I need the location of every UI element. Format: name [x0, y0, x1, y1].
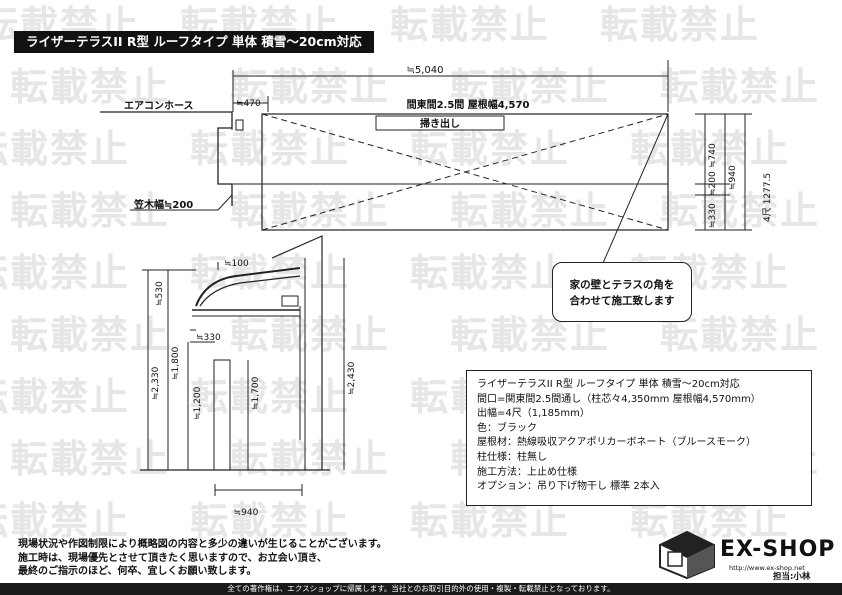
watermark-text: 転載禁止	[230, 437, 391, 481]
watermark-text: 転載禁止	[0, 251, 131, 295]
spec-box: ライザーテラスII R型 ルーフタイプ 単体 積雪～20cm対応 間口=関東間2…	[466, 370, 812, 506]
disclaimer-note: 現場状況や作図制限により概略図の内容と多少の違いが生じることがございます。 施工…	[18, 538, 387, 579]
watermark-text: 転載禁止	[390, 3, 551, 47]
callout-leader	[599, 113, 669, 271]
note-line: 最終のご指示のほど、何卒、宜しくお願い致します。	[18, 566, 257, 577]
copyright-footer: 全ての著作権は、エクスショップに帰属します。当社とのお取引目的外の使用・複製・転…	[0, 583, 842, 595]
house-wall	[100, 111, 233, 206]
note-line: 施工時は、現場優先とさせて頂きたく思いますので、お立会い頂き、	[18, 552, 327, 564]
watermark-text: 転載禁止	[410, 499, 571, 543]
callout-line-2: 合わせて施工致します	[569, 295, 675, 307]
sweep-label: 掃き出し	[420, 117, 460, 130]
watermark-text: 転載禁止	[10, 313, 171, 357]
dim-4shaku-label: 4尺 1277.5	[762, 173, 773, 222]
note-line: 現場状況や作図制限により概略図の内容と多少の違いが生じることがございます。	[18, 539, 387, 550]
dim-940-bottom-label: ≒940	[234, 508, 259, 518]
window-sash	[213, 359, 231, 471]
watermark-text: 転載禁止	[230, 313, 391, 357]
spec-line: オプション：吊り下げ物干し 標準 2本入	[477, 481, 660, 493]
brand-name: EX-SHOP	[720, 537, 836, 562]
aircon-hose-outlet	[235, 119, 244, 131]
offset-label: ≒470	[236, 99, 261, 109]
dim-1700-label: ≒1,700	[251, 376, 261, 410]
dim-530-label: ≒530	[155, 281, 165, 306]
watermark-text: 転載禁止	[230, 65, 391, 109]
watermark-text: 転載禁止	[630, 499, 791, 543]
watermark-text: 転載禁止	[600, 3, 761, 47]
overall-width-label: ≒5,040	[406, 65, 443, 76]
house-wall-elevation	[271, 235, 323, 470]
ex-shop-logo-icon	[659, 530, 715, 580]
spec-line: 色：ブラック	[477, 422, 537, 434]
callout-line-1: 家の壁とテラスの角を	[569, 279, 675, 291]
watermark-text: 転載禁止	[0, 499, 131, 543]
spec-line: 出幅=4尺（1,185mm）	[477, 408, 590, 420]
staff-label: 担当:小林	[773, 572, 811, 582]
watermark-text: 転載禁止	[660, 189, 821, 233]
page-title: ライザーテラスII R型 ルーフタイプ 単体 積雪～20cm対応	[14, 31, 374, 53]
watermark-text: 転載禁止	[0, 375, 131, 419]
spec-line: 柱仕様：柱無し	[477, 451, 547, 463]
dim-1800-label: ≒1,800	[171, 346, 181, 380]
sweep-window	[375, 115, 505, 131]
dim-940-label: ≒940	[728, 165, 738, 190]
frontage-label: 間東間2.5間 屋根幅4,570	[407, 98, 530, 111]
watermark-text: 転載禁止	[630, 127, 791, 171]
dim-330-side-label: ≒330	[196, 333, 221, 343]
watermark-text: 転載禁止	[0, 127, 131, 171]
aircon-hose-label: エアコンホース	[124, 100, 194, 112]
watermark-text: 転載禁止	[450, 189, 611, 233]
dim-100-label: ≒100	[224, 259, 249, 269]
roof-plan	[261, 113, 669, 231]
watermark-text: 転載禁止	[10, 189, 171, 233]
roof-profile	[195, 267, 301, 307]
watermark-text: 転載禁止	[660, 65, 821, 109]
spec-line: ライザーテラスII R型 ルーフタイプ 単体 積雪～20cm対応	[477, 379, 740, 390]
watermark-text: 転載禁止	[230, 189, 391, 233]
watermark-text: 転載禁止	[10, 65, 171, 109]
corner-callout: 家の壁とテラスの角を 合わせて施工致します	[552, 262, 692, 322]
watermark-text: 転載禁止	[410, 251, 571, 295]
watermark-text: 転載禁止	[10, 437, 171, 481]
brand-url: http://www.ex-shop.net	[729, 564, 805, 572]
watermark-text: 転載禁止	[190, 127, 351, 171]
watermark-text: 転載禁止	[450, 65, 611, 109]
dim-740-label: ≒740	[708, 143, 718, 168]
spec-line: 間口=関東間2.5間通し（柱芯々4,350mm 屋根幅4,570mm）	[477, 393, 761, 405]
spec-line: 施工方法：上止め仕様	[477, 466, 577, 478]
dim-2430-label: ≒2,430	[347, 361, 357, 395]
spec-line: 屋根材：熱線吸収アクアポリカーボネート（ブルースモーク）	[477, 437, 756, 449]
watermark-text: 転載禁止	[190, 499, 351, 543]
kasagi-label: 笠木幅≒200	[133, 198, 193, 211]
dim-200-label: ≒200	[708, 171, 718, 196]
dim-1200-label: ≒1,200	[193, 386, 203, 420]
dim-2330-label: ≒2,330	[151, 366, 161, 400]
dim-330-right-label: ≒330	[708, 203, 718, 228]
